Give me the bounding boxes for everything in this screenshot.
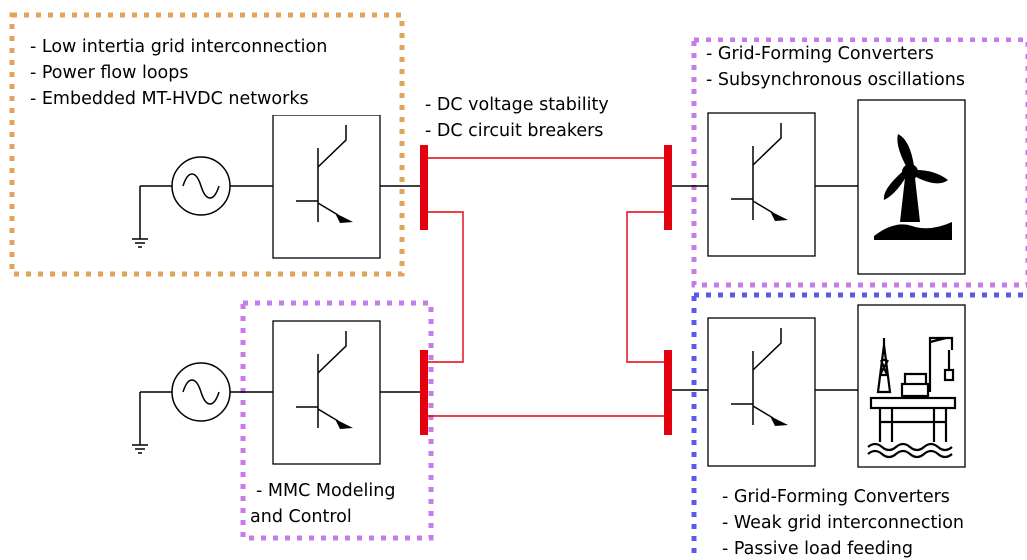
onshore-grid-notes: - Low intertia grid interconnection - Po… — [27, 33, 387, 115]
note-subsync-oscillations: - Subsynchronous oscillations — [706, 70, 965, 90]
onshore-grid-zone — [9, 12, 405, 277]
note-dc-voltage-stability: - DC voltage stability — [425, 95, 609, 115]
wind-farm-converter — [672, 99, 966, 275]
note-weak-grid: - Weak grid interconnection — [722, 513, 964, 533]
wind-farm-zone — [691, 37, 1027, 288]
note-dc-circuit-breakers: - DC circuit breakers — [425, 121, 603, 141]
offshore-platform-converter — [672, 304, 966, 468]
dc-bus-2 — [420, 350, 428, 435]
note-mmc-control: and Control — [250, 507, 352, 527]
wind-turbine-icon — [874, 134, 952, 240]
note-mmc-modeling: - MMC Modeling — [256, 481, 395, 501]
dc-network — [420, 145, 672, 435]
offshore-platform-icon — [867, 336, 957, 459]
onshore-converter-1 — [131, 114, 420, 259]
note-passive-load: - Passive load feeding — [722, 539, 913, 559]
note-power-flow-loops: - Power flow loops — [30, 63, 188, 83]
ground-icon — [131, 185, 149, 248]
dc-bus-4 — [664, 350, 672, 435]
dc-network-notes: - DC voltage stability - DC circuit brea… — [425, 95, 609, 141]
note-gfc-wind: - Grid-Forming Converters — [706, 44, 934, 64]
dc-bus-1 — [420, 145, 428, 230]
mmc-notes: - MMC Modeling and Control — [250, 475, 426, 527]
wind-farm-notes: - Grid-Forming Converters - Subsynchrono… — [704, 42, 1022, 96]
ground-icon — [131, 391, 149, 454]
mmc-zone — [240, 300, 434, 541]
dc-bus-3 — [664, 145, 672, 230]
note-gfc-offshore: - Grid-Forming Converters — [722, 487, 950, 507]
onshore-converter-2 — [131, 320, 420, 465]
offshore-load-zone — [691, 292, 1027, 560]
note-embedded-mthvdc: - Embedded MT-HVDC networks — [30, 89, 309, 109]
note-low-inertia: - Low intertia grid interconnection — [30, 37, 327, 57]
offshore-load-notes: - Grid-Forming Converters - Weak grid in… — [718, 480, 1023, 560]
